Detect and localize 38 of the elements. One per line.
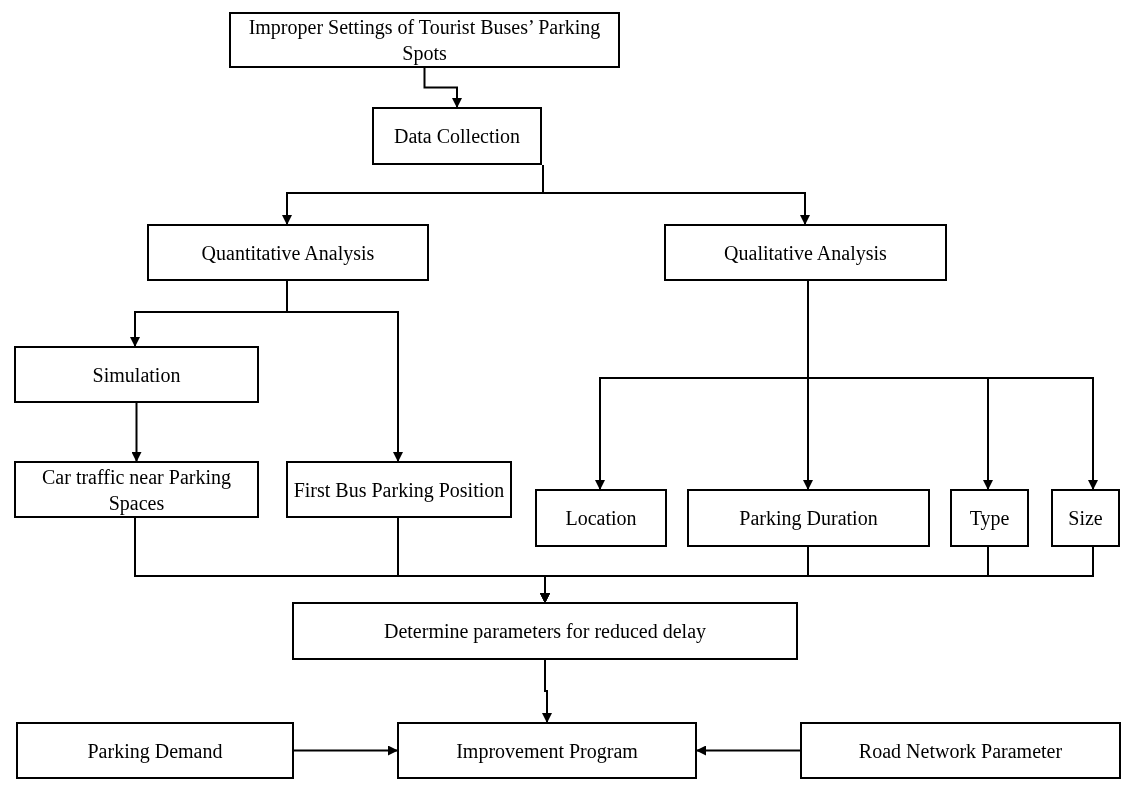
box-label: Size (1068, 506, 1103, 531)
box-label: Quantitative Analysis (201, 240, 375, 266)
process-box (372, 107, 542, 165)
box-label: Parking Duration (739, 506, 878, 531)
process-box (147, 224, 429, 281)
box-label: Improper Settings of Tourist Buses’ Parking Spots (247, 15, 602, 66)
process-box (535, 489, 667, 547)
box-label: Car traffic near Parking Spaces (41, 464, 232, 516)
box-label: Simulation (92, 362, 181, 388)
arrow (131, 402, 142, 462)
process-box (950, 489, 1029, 547)
box-label: Type (969, 506, 1010, 531)
box-label: Improvement Program (456, 738, 638, 764)
process-box (292, 602, 798, 660)
arrow (540, 546, 1094, 603)
arrow (542, 164, 810, 225)
process-box (16, 722, 294, 779)
process-box (14, 346, 259, 403)
arrow (293, 745, 398, 756)
process-box (286, 461, 512, 518)
box-label: Determine parameters for reduced delay (383, 619, 707, 644)
box-label: Parking Demand (87, 738, 223, 764)
process-box (664, 224, 947, 281)
process-box (800, 722, 1121, 779)
box-label: Location (565, 506, 637, 531)
process-box (1051, 489, 1120, 547)
process-box (229, 12, 620, 68)
box-label: First Bus Parking Position (293, 477, 505, 503)
box-label: Road Network Parameter (858, 738, 1063, 764)
process-box (687, 489, 930, 547)
arrow (696, 745, 801, 756)
arrow (286, 280, 403, 462)
box-label: Qualitative Analysis (724, 240, 887, 266)
arrow (423, 67, 462, 108)
process-box (397, 722, 697, 779)
arrow (542, 659, 552, 723)
box-label: Data Collection (393, 124, 521, 149)
process-box (14, 461, 259, 518)
